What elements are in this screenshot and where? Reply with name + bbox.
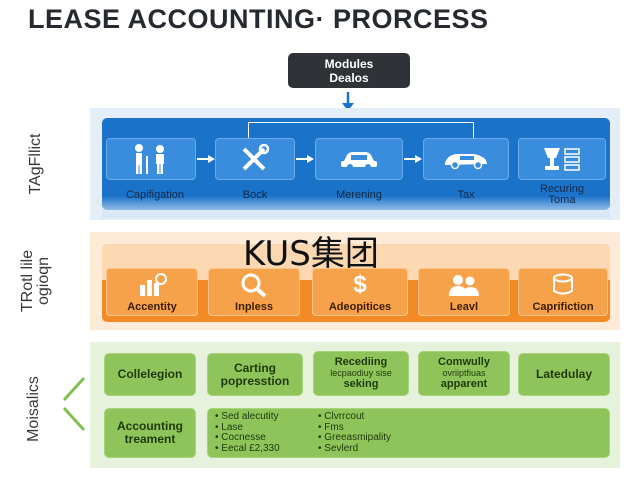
overlay-watermark-text: KUS集团 (243, 234, 379, 274)
tax-label: Tax (457, 189, 475, 201)
car-icon (341, 152, 377, 170)
capifigation-box (106, 138, 196, 180)
comwully-line3: apparent (440, 378, 488, 390)
list-item: • Clvrrcout (318, 411, 365, 422)
recuring-label: Recuring Toma (518, 184, 606, 206)
section1-side-label: TAgFllict (27, 133, 44, 195)
collelegion-box: Collelegion (104, 353, 196, 396)
accounting-treament-box: Accounting treament (104, 408, 196, 458)
chevron-down-right-icon (62, 406, 86, 432)
recediing-line3: seking (343, 378, 379, 390)
section1-bracket (248, 122, 474, 138)
dollar-icon: $ (353, 271, 367, 298)
recediing-line2: lecpaodiuy sise (330, 368, 392, 378)
inpless-icon-wrap (208, 272, 300, 298)
details-list-right: • Clvrrcout • Fms • Greeasmipality • Sev… (318, 411, 391, 454)
database-icon (553, 273, 573, 295)
comwully-line2: ovriiptfiuas (442, 368, 486, 378)
details-list-left: • Sed alecutity • Lase • Cocnesse • Eeca… (215, 411, 280, 454)
accounting-treament-line2: treament (124, 432, 176, 446)
list-item: • Eecal £2,330 (215, 442, 280, 454)
carting-line1: Carting (234, 360, 276, 375)
merening-box (315, 138, 403, 180)
section2-side-label-line1: TRotl lile (19, 249, 36, 313)
section2-side-label-line2: ogioqn (35, 256, 52, 306)
accounting-treament-line1: Accounting (117, 419, 183, 433)
section1-fade (102, 196, 610, 218)
merening-label: Merening (336, 189, 382, 201)
page-title: LEASE ACCOUNTING· PRORCESS (28, 4, 489, 34)
list-item: • Lase (215, 421, 243, 433)
modules-box-line2: Dealos (329, 71, 369, 85)
adeopitices-label: Adeopitices (328, 301, 392, 313)
carting-box: Carting popresstion (207, 353, 303, 396)
down-arrow-icon (342, 92, 354, 111)
accentity-label: Accentity (127, 301, 177, 313)
recediing-line1: Recediing (334, 356, 388, 368)
modules-box: Modules Dealos (288, 53, 410, 88)
leavl-icon-wrap (418, 272, 510, 298)
caprifiction-label: Caprifiction (532, 301, 594, 313)
latedulay-box: Latedulay (518, 353, 610, 396)
section3-side-label: Moisalics (25, 376, 42, 442)
modules-box-line1: Modules (324, 57, 374, 71)
list-item: • Fms (318, 421, 344, 433)
machine-icon (544, 148, 580, 171)
arrow-right-icon (197, 155, 215, 163)
inpless-label: Inpless (235, 301, 273, 313)
carting-line2: popresstion (220, 373, 290, 388)
recuring-box (518, 138, 606, 180)
users-icon (449, 275, 479, 296)
comwully-box: Comwully ovriiptfiuas apparent (418, 351, 510, 396)
bock-box (215, 138, 295, 180)
accentity-icon-wrap (106, 272, 198, 298)
recuring-label-line1: Recuring (539, 183, 585, 195)
adeopitices-box (312, 268, 408, 316)
bock-label: Bock (242, 189, 268, 201)
list-item: • Greeasmipality (318, 432, 391, 443)
chevron-up-right-icon (62, 376, 86, 402)
leavl-label: Leavl (449, 301, 479, 313)
list-item: • Sed alecutity (215, 411, 279, 422)
accounting-details-box (207, 408, 610, 458)
latedulay-label: Latedulay (535, 367, 592, 381)
bar-chart-icon (140, 273, 167, 296)
magnifier-icon (241, 273, 267, 298)
comwully-line1: Comwully (438, 356, 490, 368)
caprifiction-icon-wrap (518, 272, 608, 298)
section2-side-label: TRotl lile ogioqn (19, 239, 52, 323)
arrow-right-icon (296, 155, 314, 163)
tax-box (423, 138, 509, 180)
sports-car-icon (445, 154, 487, 170)
tools-icon (242, 143, 270, 171)
recediing-box: Recediing lecpaodiuy sise seking (313, 351, 409, 396)
list-item: • Sevlerd (318, 442, 359, 454)
capifigation-label: Capifigation (125, 189, 185, 201)
collelegion-label: Collelegion (117, 367, 183, 381)
recuring-label-line2: Toma (548, 194, 576, 206)
caprifiction-box (518, 268, 608, 316)
people-icon (135, 144, 164, 174)
arrow-right-icon (404, 155, 422, 163)
list-item: • Cocnesse (215, 432, 266, 443)
